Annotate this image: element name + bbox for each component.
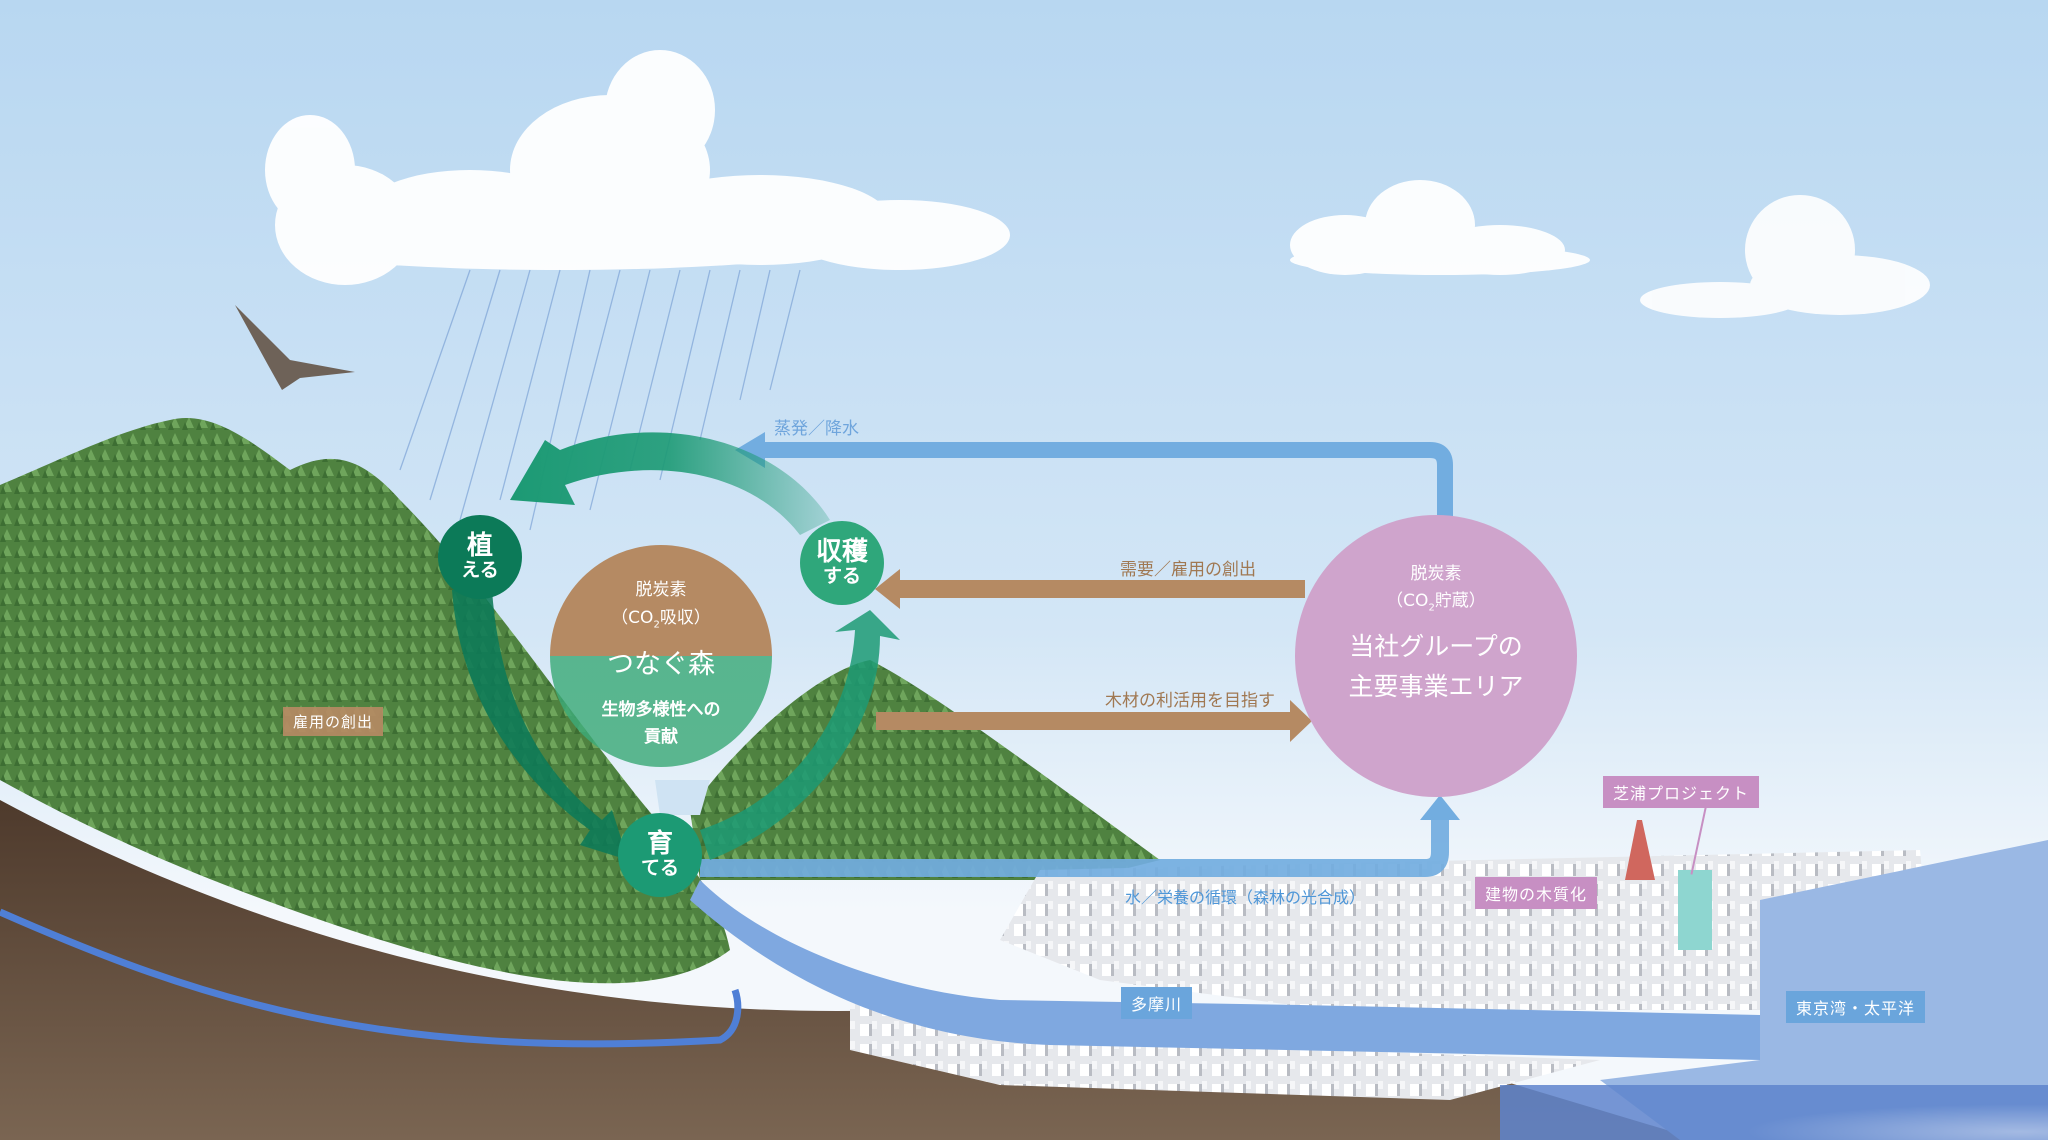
- forest-circle-contrib-2: 貢献: [644, 727, 678, 748]
- business-circle-title-1: 当社グループの: [1349, 632, 1523, 662]
- business-circle-decarbon: 脱炭素: [1410, 564, 1462, 584]
- right-mountain-forest: [690, 660, 1160, 880]
- step-plant-kana: える: [461, 558, 499, 581]
- cloud-large: [265, 50, 1010, 285]
- tokyo-bay-sea: [1600, 840, 2048, 1140]
- demand-label: 需要／雇用の創出: [1120, 560, 1256, 580]
- forest-circle-decarbon: 脱炭素: [635, 580, 687, 600]
- step-grow-kana: てる: [640, 856, 679, 879]
- step-harvest: 収穫 する: [800, 521, 884, 605]
- tokyo-bay-tag: 東京湾・太平洋: [1786, 991, 1926, 1023]
- city-lower: [850, 1000, 1600, 1100]
- business-area-circle: 脱炭素 （CO2貯蔵） 当社グループの 主要事業エリア: [1295, 515, 1577, 797]
- wooden-building-tag: 建物の木質化: [1475, 877, 1598, 909]
- tama-river-tag: 多摩川: [1121, 987, 1193, 1019]
- cycle-arrow-grow-to-harvest: [700, 610, 900, 860]
- employment-tag: 雇用の創出: [283, 707, 384, 736]
- timber-label: 木材の利活用を目指す: [1105, 691, 1275, 711]
- cycle-arrow-harvest-to-plant: [510, 432, 830, 535]
- cycle-arrow-plant-to-grow: [452, 590, 628, 860]
- co2-subscript: 2: [653, 619, 660, 631]
- hawk-illustration: [235, 305, 355, 390]
- step-harvest-kana: する: [822, 564, 861, 587]
- shibaura-project-tag: 芝浦プロジェクト: [1603, 776, 1760, 808]
- tokyo-tower: [1625, 820, 1655, 880]
- left-mountain-forest: [0, 418, 730, 984]
- water-cycle-arrow: [700, 815, 1449, 877]
- cloud-right: [1640, 195, 1930, 318]
- step-plant: 植 える: [438, 515, 522, 599]
- forest-circle: 脱炭素 （CO2吸収） つなぐ森 生物多様性への 貢献: [550, 545, 772, 767]
- co2-prefix: （CO: [1386, 591, 1429, 611]
- step-harvest-kanji: 収穫: [815, 537, 868, 568]
- step-grow: 育 てる: [618, 813, 702, 897]
- evaporation-arrow: [760, 442, 1453, 530]
- step-plant-kanji: 植: [466, 531, 493, 562]
- cloud-medium: [1290, 180, 1590, 275]
- step-grow-kanji: 育: [646, 829, 673, 860]
- forest-circle-title: つなぐ森: [607, 649, 715, 681]
- underground-stream: [0, 908, 742, 1048]
- forest-circle-contrib-1: 生物多様性への: [601, 700, 721, 721]
- water-cycle-label: 水／栄養の循環（森林の光合成）: [1125, 888, 1366, 907]
- timber-arrow: [876, 712, 1290, 730]
- co2-suffix: 吸収）: [659, 608, 711, 628]
- co2-suffix: 貯蔵）: [1434, 591, 1486, 611]
- shibaura-tower: [1678, 870, 1712, 950]
- tama-river: [690, 880, 1760, 1060]
- business-circle-title-2: 主要事業エリア: [1348, 672, 1524, 702]
- demand-arrow: [900, 580, 1305, 598]
- evaporation-label: 蒸発／降水: [774, 419, 859, 439]
- co2-prefix: （CO: [611, 608, 654, 628]
- co2-subscript: 2: [1428, 602, 1435, 614]
- forest-circle-co2: （CO2吸収）: [611, 603, 711, 630]
- business-circle-co2: （CO2貯蔵）: [1386, 586, 1486, 613]
